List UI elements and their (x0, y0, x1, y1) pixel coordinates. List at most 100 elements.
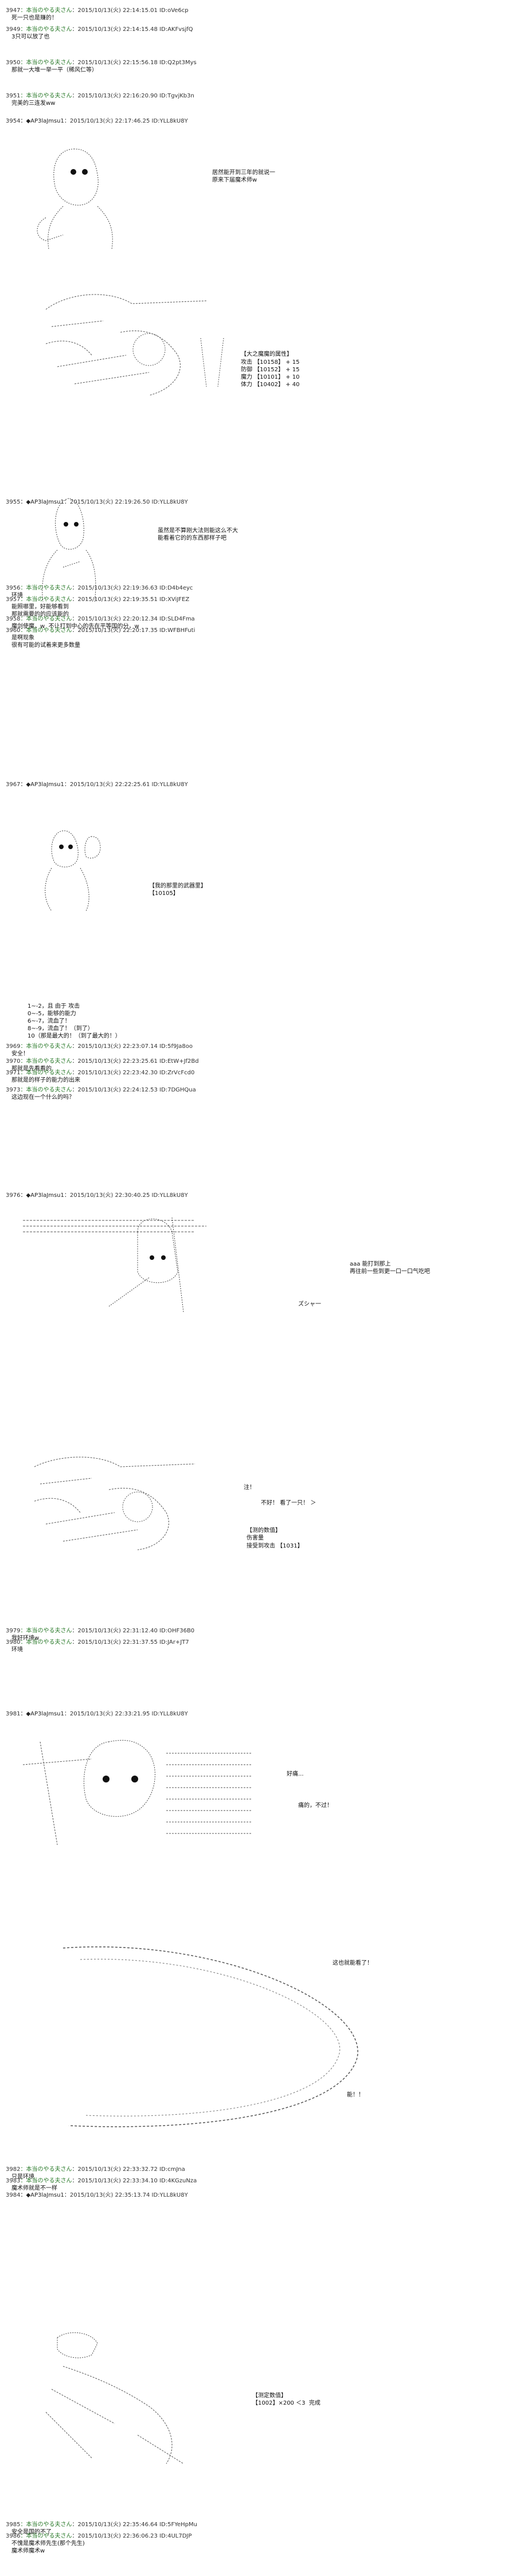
post-body: 是啊现象 很有可能的试着来更多数量 (11, 635, 80, 649)
post-meta: ：2015/10/13(火) 22:14:15.01 ID:oVe6cp (72, 7, 189, 14)
status-values: 攻击 【10158】 + 15 防御 【10152】 + 15 魔力 【1010… (241, 359, 300, 388)
post-number[interactable]: 3951 (6, 93, 21, 99)
post-author: ：◆AP3laJmsu1 (20, 499, 64, 505)
post-number[interactable]: 3979 (6, 1628, 21, 1634)
post-number[interactable]: 3985 (6, 2522, 21, 2528)
post: 3985：本当のやる夫さん：2015/10/13(火) 22:35:46.64 … (6, 2521, 510, 2536)
post: 3979：本当のやる夫さん：2015/10/13(火) 22:31:12.40 … (6, 1627, 510, 1642)
post-meta: ：2015/10/13(火) 22:31:12.40 ID:OHF36B0 (72, 1628, 195, 1634)
post-meta: ：2015/10/13(火) 22:24:12.53 ID:7DGHQua (72, 1087, 196, 1093)
post-author: ：本当のやる夫さん (20, 2522, 72, 2528)
post-meta: ：2015/10/13(火) 22:19:35.51 ID:XViJFEZ (72, 596, 190, 603)
post-author: ：本当のやる夫さん (20, 616, 72, 622)
post-author: ：◆AP3laJmsu1 (20, 1192, 64, 1199)
aa-monster-2 (45, 294, 224, 396)
post: 3967：◆AP3laJmsu1：2015/10/13(火) 22:22:25.… (6, 781, 510, 788)
post-author: ：本当のやる夫さん (20, 26, 72, 33)
post-number[interactable]: 3969 (6, 1043, 21, 1050)
post-author: ：本当のやる夫さん (20, 2533, 72, 2539)
weapon-label: 【我的那里的武器里】 【10105】 (149, 883, 206, 897)
post: 3970：本当のやる夫さん：2015/10/13(火) 22:23:25.61 … (6, 1058, 510, 1073)
post-header: 3970：本当のやる夫さん：2015/10/13(火) 22:23:25.61 … (6, 1058, 510, 1065)
post-header: 3956：本当のやる夫さん：2015/10/13(火) 22:19:36.63 … (6, 584, 510, 592)
roll-options: 1~-2，且 由于 攻击 0~-5，能够的能力 6~-7，流血了！ 8~-9，流… (28, 1003, 121, 1039)
post-header: 3982：本当のやる夫さん：2015/10/13(火) 22:33:32.72 … (6, 2166, 510, 2173)
post: 3986：本当のやる夫さん：2015/10/13(火) 22:36:06.23 … (6, 2532, 510, 2555)
post-header: 3973：本当のやる夫さん：2015/10/13(火) 22:24:12.53 … (6, 1086, 510, 1094)
label-9: 【测定数值】 【1002】×200 ＜3 完成 (252, 2393, 320, 2406)
post-meta: ：2015/10/13(火) 22:15:56.18 ID:Q2pt3Mys (72, 60, 197, 66)
post-number[interactable]: 3970 (6, 1058, 21, 1065)
post-header: 3985：本当のやる夫さん：2015/10/13(火) 22:35:46.64 … (6, 2521, 510, 2528)
post-body: 环境 (11, 1647, 23, 1653)
post: 3955：◆AP3laJmsu1：2015/10/13(火) 22:19:26.… (6, 498, 510, 506)
post-meta: ：2015/10/13(火) 22:23:07.14 ID:5f9Ja8oo (72, 1043, 193, 1050)
post-number[interactable]: 3973 (6, 1087, 21, 1093)
post-header: 3971：本当のやる夫さん：2015/10/13(火) 22:23:42.30 … (6, 1069, 510, 1077)
post-number[interactable]: 3982 (6, 2166, 21, 2173)
post-meta: ：2015/10/13(火) 22:31:37.55 ID:JAr+JT7 (72, 1639, 189, 1646)
post-number[interactable]: 3986 (6, 2533, 21, 2539)
post-meta: ：2015/10/13(火) 22:33:34.10 ID:4KGzuNza (72, 2178, 197, 2184)
post-number[interactable]: 3955 (6, 499, 21, 505)
post-body: 不愧是魔术师先生(那个先生) 魔术师魔术w (11, 2540, 85, 2554)
post-author: ：本当のやる夫さん (20, 1639, 72, 1646)
post-header: 3954：◆AP3laJmsu1：2015/10/13(火) 22:17:46.… (6, 117, 510, 125)
post: 3976：◆AP3laJmsu1：2015/10/13(火) 22:30:40.… (6, 1192, 510, 1199)
post-author: ：本当のやる夫さん (20, 2166, 72, 2173)
post-body: 这边现在一个什么的吗？ (11, 1094, 75, 1101)
post-meta: ：2015/10/13(火) 22:19:36.63 ID:D4b4eyc (72, 585, 193, 591)
post-meta: ：2015/10/13(火) 22:35:13.74 ID:YLL8kU8Y (64, 2192, 188, 2198)
post-number[interactable]: 3983 (6, 2178, 21, 2184)
aa-arc-slash (62, 1946, 358, 2127)
post-author: ：本当のやる夫さん (20, 7, 72, 14)
post: 3969：本当のやる夫さん：2015/10/13(火) 22:23:07.14 … (6, 1043, 510, 1058)
post-header: 3969：本当のやる夫さん：2015/10/13(火) 22:23:07.14 … (6, 1043, 510, 1050)
post-number[interactable]: 3958 (6, 616, 21, 622)
post-number[interactable]: 3950 (6, 60, 21, 66)
post-number[interactable]: 3967 (6, 782, 21, 788)
post-meta: ：2015/10/13(火) 22:17:46.25 ID:YLL8kU8Y (64, 118, 188, 124)
post-header: 3960：本当のやる夫さん：2015/10/13(火) 22:20:17.35 … (6, 627, 510, 634)
post-number[interactable]: 3949 (6, 26, 21, 33)
aa-character-4 (45, 830, 101, 912)
post-body: 魔术师就是不一样 (11, 2185, 57, 2192)
post-body: 那就是先看看的 (11, 1066, 52, 1072)
post-number[interactable]: 3947 (6, 7, 21, 14)
speech-8b: 能！！ (347, 2092, 364, 2098)
post-body: 3只可以放了也 (11, 34, 50, 40)
post-header: 3949：本当のやる夫さん：2015/10/13(火) 22:14:15.48 … (6, 26, 510, 33)
post-author: ：本当のやる夫さん (20, 93, 72, 99)
speech-7a: 好痛... (287, 1771, 304, 1777)
aa-creature-9 (45, 2332, 184, 2464)
post-number[interactable]: 3976 (6, 1192, 21, 1199)
speech-3: 虽然是不算刚大法则能这么不大 能看着它的的东西那样子吧 (158, 528, 238, 541)
post-number[interactable]: 3956 (6, 585, 21, 591)
aa-sword-scene (23, 1217, 206, 1313)
post-body: 安全是国的不了 (11, 2529, 52, 2535)
post-number[interactable]: 3981 (6, 1711, 21, 1717)
post-meta: ：2015/10/13(火) 22:22:25.61 ID:YLL8kU8Y (64, 782, 188, 788)
speech-1: 居然能开到三年的就说一 原来下届魔术师w (212, 170, 275, 183)
post-number[interactable]: 3980 (6, 1639, 21, 1646)
post-header: 3955：◆AP3laJmsu1：2015/10/13(火) 22:19:26.… (6, 498, 510, 506)
post-author: ：本当のやる夫さん (20, 1070, 72, 1076)
post-number[interactable]: 3960 (6, 627, 21, 634)
post-header: 3947：本当のやる夫さん：2015/10/13(火) 22:14:15.01 … (6, 7, 510, 14)
post-meta: ：2015/10/13(火) 22:30:40.25 ID:YLL8kU8Y (64, 1192, 188, 1199)
post: 3957：本当のやる夫さん：2015/10/13(火) 22:19:35.51 … (6, 596, 510, 618)
post-header: 3976：◆AP3laJmsu1：2015/10/13(火) 22:30:40.… (6, 1192, 510, 1199)
post-number[interactable]: 3957 (6, 596, 21, 603)
post-body: 完美的三连发ww (11, 100, 56, 107)
post-author: ：本当のやる夫さん (20, 585, 72, 591)
post-author: ：◆AP3laJmsu1 (20, 1711, 64, 1717)
post-author: ：本当のやる夫さん (20, 627, 72, 634)
post-header: 3980：本当のやる夫さん：2015/10/13(火) 22:31:37.55 … (6, 1639, 510, 1646)
post-meta: ：2015/10/13(火) 22:33:32.72 ID:cmJna (72, 2166, 185, 2173)
speech-8a: 这也就能看了！ (333, 1960, 373, 1966)
post: 3951：本当のやる夫さん：2015/10/13(火) 22:16:20.90 … (6, 92, 510, 107)
post-number[interactable]: 3984 (6, 2192, 21, 2198)
post-number[interactable]: 3954 (6, 118, 21, 124)
sfx-5: ズシャ一 (298, 1301, 321, 1307)
post-number[interactable]: 3971 (6, 1070, 21, 1076)
